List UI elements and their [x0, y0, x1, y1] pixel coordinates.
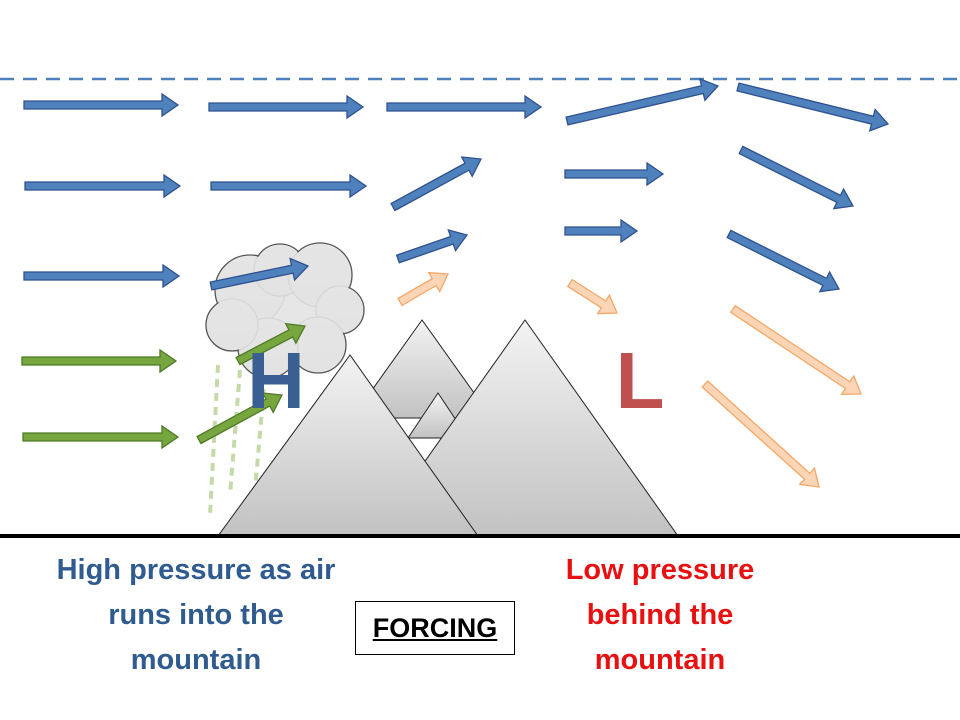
- wind-arrows: [21, 77, 890, 488]
- wind-arrows-over-cloud: [196, 257, 310, 445]
- peach-wind-arrow: [729, 304, 862, 395]
- green-wind-arrow: [22, 424, 180, 450]
- caption-line: mountain: [594, 644, 726, 676]
- blue-wind-arrow: [210, 173, 368, 199]
- blue-wind-arrow: [386, 94, 543, 120]
- caption-line: High pressure as air: [56, 554, 336, 586]
- caption-line: behind the: [586, 599, 734, 631]
- low-pressure-label: L: [616, 336, 665, 425]
- peach-wind-arrow: [397, 271, 449, 307]
- peach-wind-arrow: [701, 380, 820, 488]
- peach-wind-arrow: [566, 278, 618, 315]
- green-wind-arrow: [21, 348, 178, 374]
- blue-wind-arrow: [736, 82, 890, 132]
- high-pressure-label: H: [247, 336, 305, 425]
- caption-line: Low pressure: [565, 554, 755, 586]
- blue-wind-arrow: [23, 92, 180, 118]
- blue-wind-arrow: [209, 257, 310, 291]
- blue-wind-arrow: [738, 145, 855, 210]
- blue-wind-arrow: [564, 161, 665, 187]
- caption-line: runs into the: [108, 599, 284, 631]
- caption-line: mountain: [130, 644, 262, 676]
- blue-wind-arrow: [564, 218, 639, 244]
- green-wind-arrow: [196, 392, 284, 445]
- blue-wind-arrow: [390, 156, 483, 212]
- green-wind-arrow: [235, 322, 307, 366]
- forcing-label-box: FORCING: [355, 601, 515, 655]
- blue-wind-arrow: [208, 94, 365, 120]
- forcing-label: FORCING: [372, 612, 498, 643]
- blue-wind-arrow: [24, 173, 182, 199]
- blue-wind-arrow: [395, 228, 469, 264]
- blue-wind-arrow: [23, 263, 181, 289]
- blue-wind-arrow: [726, 229, 841, 293]
- blue-wind-arrow: [565, 77, 720, 126]
- high-pressure-caption: High pressure as air runs into the mount…: [20, 548, 372, 683]
- low-pressure-caption: Low pressure behind the mountain: [520, 548, 800, 683]
